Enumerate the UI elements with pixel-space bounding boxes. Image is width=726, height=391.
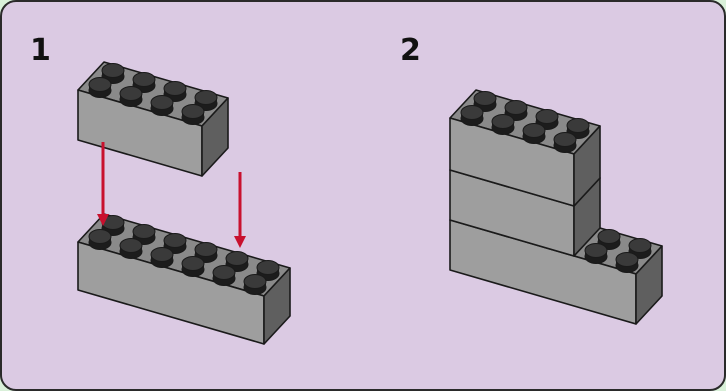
- stud: [181, 104, 205, 125]
- brick-2x4-icon-side: [201, 97, 229, 177]
- stud: [225, 251, 249, 272]
- stud: [150, 247, 174, 268]
- brick-2x6-icon-side: [635, 245, 663, 325]
- stud-top: [181, 104, 205, 119]
- stud-top: [150, 247, 174, 262]
- stud-top: [491, 114, 515, 129]
- stud-top: [132, 224, 156, 239]
- stud-top: [88, 229, 112, 244]
- step-2-number: 2: [400, 33, 421, 68]
- stud-top: [194, 242, 218, 257]
- stud-top: [256, 260, 280, 275]
- down-arrow-icon: [97, 142, 109, 226]
- stud: [119, 238, 143, 259]
- stud: [88, 229, 112, 250]
- stud: [535, 109, 559, 130]
- stud-top: [504, 100, 528, 115]
- stud: [243, 274, 267, 295]
- stud: [522, 123, 546, 144]
- stud: [460, 105, 484, 126]
- stud-top: [584, 243, 608, 258]
- stud-top: [88, 77, 112, 92]
- stud: [491, 114, 515, 135]
- stud-top: [566, 118, 590, 133]
- stud-top: [597, 229, 621, 244]
- step-1-illustration: [77, 61, 291, 345]
- brick-2x6-icon: [77, 213, 291, 345]
- stud-top: [101, 63, 125, 78]
- step-1-number: 1: [30, 33, 51, 68]
- stud-top: [473, 91, 497, 106]
- step-2-illustration: [449, 89, 663, 325]
- stud: [163, 81, 187, 102]
- brick-2x6-icon-side: [263, 267, 291, 345]
- stud-top: [194, 90, 218, 105]
- stud-top: [243, 274, 267, 289]
- stud-top: [212, 265, 236, 280]
- stud-top: [119, 238, 143, 253]
- stud: [119, 86, 143, 107]
- stud: [88, 77, 112, 98]
- down-arrow-icon-head: [234, 236, 246, 248]
- stud: [584, 243, 608, 264]
- brick-2x4-icon: [77, 61, 229, 177]
- stud-top: [628, 238, 652, 253]
- stud: [597, 229, 621, 250]
- stud: [615, 252, 639, 273]
- stud-top: [553, 132, 577, 147]
- stud-top: [225, 251, 249, 266]
- stud-top: [132, 72, 156, 87]
- stud-top: [163, 233, 187, 248]
- stud: [150, 95, 174, 116]
- stud-top: [615, 252, 639, 267]
- stud-top: [150, 95, 174, 110]
- down-arrow-icon: [234, 172, 246, 248]
- stud: [181, 256, 205, 277]
- down-arrow-icon-head: [97, 214, 109, 226]
- stud: [101, 215, 125, 236]
- stud-top: [163, 81, 187, 96]
- stud-top: [535, 109, 559, 124]
- stud-top: [181, 256, 205, 271]
- brick-2x4-icon-side: [573, 125, 601, 207]
- brick-2x4-icon: [449, 89, 601, 207]
- stud-top: [460, 105, 484, 120]
- stud-top: [119, 86, 143, 101]
- stud: [212, 265, 236, 286]
- stud-top: [522, 123, 546, 138]
- stud: [553, 132, 577, 153]
